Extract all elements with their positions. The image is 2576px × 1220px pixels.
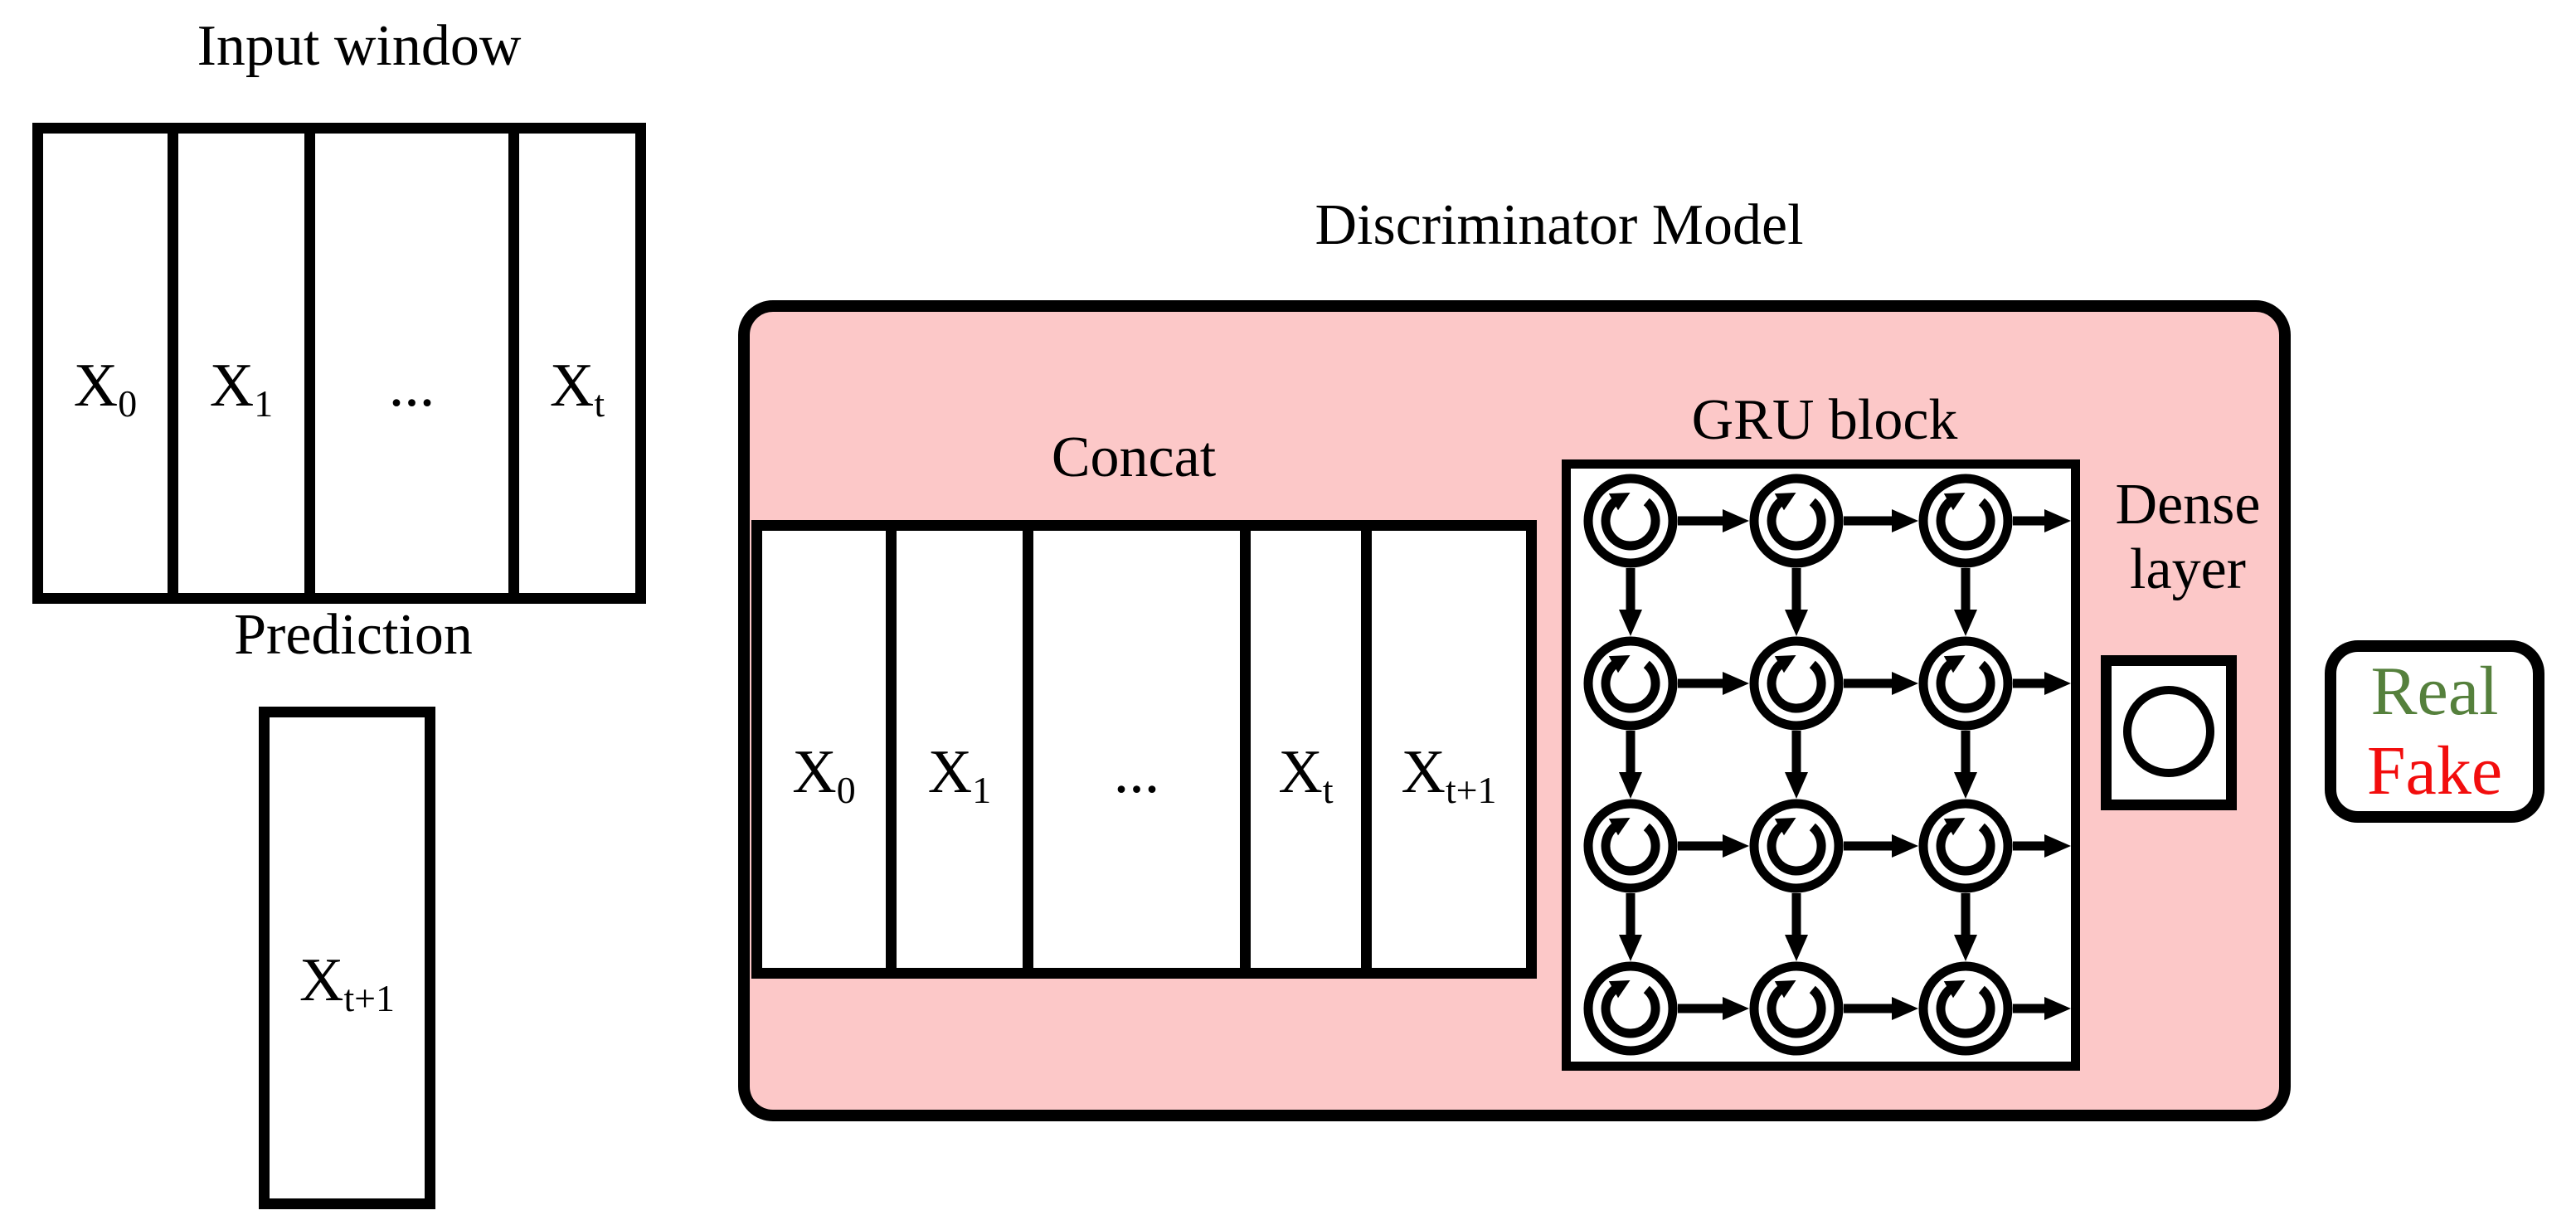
cell-label: X1 [927,737,992,811]
recurrent-unit-icon [1754,641,1839,726]
recurrent-unit-icon [1754,804,1839,888]
input-cell-ellipsis: ... [315,134,508,593]
cell-label: Xt+1 [299,946,395,1019]
recurrent-unit-icon [1588,966,1673,1051]
gru-block-title: GRU block [1691,388,1958,452]
cell-label: X0 [73,352,138,425]
cell-label: Xt+1 [1401,737,1497,811]
input-cell-xt: Xt [519,134,635,593]
cell-label: ... [1113,737,1160,806]
prediction-title: Prediction [234,603,473,667]
recurrent-unit-icon [1754,966,1839,1051]
output-box: Real Fake [2325,640,2544,823]
concat-cell-ellipsis: ... [1033,531,1240,968]
cell-label: ... [388,352,435,420]
recurrent-unit-icon [1588,804,1673,888]
prediction-cell-xt1: Xt+1 [270,717,425,1198]
gru-flow-arrowheads-horizontal [1723,509,2071,1020]
concat-cell-xt: Xt [1251,531,1361,968]
recurrent-unit-icon [1923,479,2008,563]
dense-layer-title: Dense layer [2115,473,2261,601]
input-window-title: Input window [197,14,522,78]
gru-flow-arrows-horizontal [1678,516,2049,1013]
concat-cell-xt1: Xt+1 [1372,531,1526,968]
recurrent-unit-icon [1923,804,2008,888]
gru-block-box [1562,459,2080,1071]
input-cell-x1: X1 [178,134,304,593]
circle-neuron-icon [2123,686,2214,777]
input-window-box: X0 X1 ... Xt [32,123,646,604]
cell-label: Xt [549,352,605,425]
concat-title: Concat [1051,425,1217,489]
gru-flow-arrows-vertical [1626,568,1971,940]
input-cell-x0: X0 [43,134,168,593]
concat-cell-x1: X1 [897,531,1023,968]
cell-label: X0 [792,737,856,811]
output-fake-label: Fake [2366,732,2503,809]
discriminator-title: Discriminator Model [1315,193,1804,257]
recurrent-unit-icon [1588,641,1673,726]
gru-grid [1571,469,2071,1062]
recurrent-unit-icon [1754,479,1839,563]
recurrent-unit-icon [1588,479,1673,563]
cell-label: Xt [1278,737,1334,811]
prediction-box: Xt+1 [259,707,435,1209]
dense-layer-box [2101,655,2237,810]
recurrent-unit-icon [1923,641,2008,726]
concat-cell-x0: X0 [762,531,886,968]
recurrent-unit-icon [1923,966,2008,1051]
cell-label: X1 [209,352,274,425]
concat-box: X0 X1 ... Xt Xt+1 [751,520,1537,979]
output-real-label: Real [2370,653,2499,730]
